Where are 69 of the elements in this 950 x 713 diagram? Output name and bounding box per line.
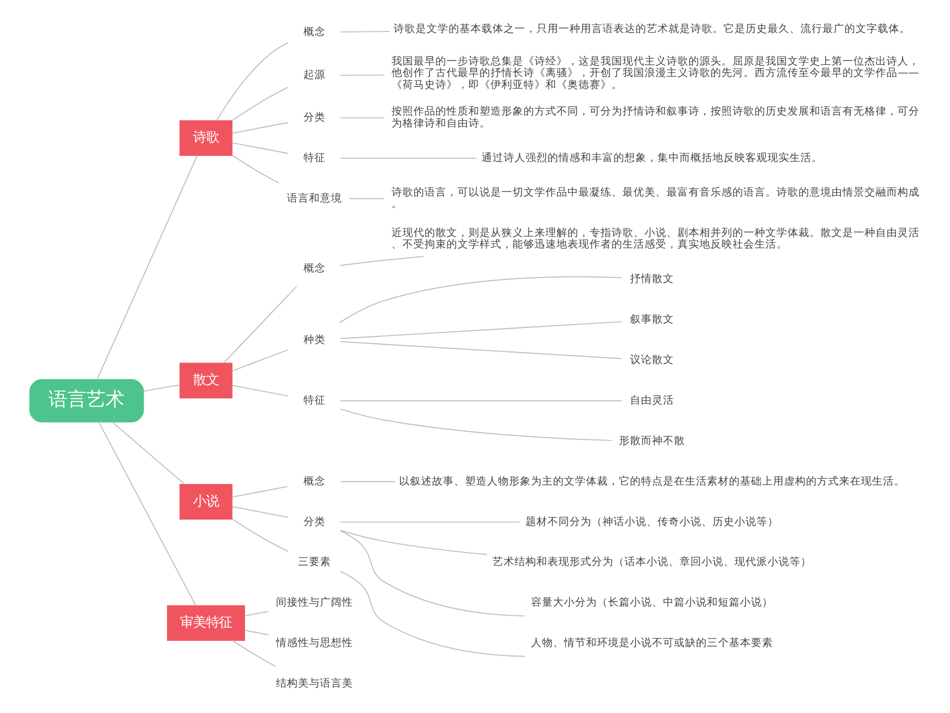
connector: [340, 74, 384, 76]
node-text: 按照作品的性质和塑造形象的方式不同，可分为抒情诗和叙事诗，按照诗歌的历史发展和语言有无格律，可分为格律诗和自由诗。: [392, 106, 920, 130]
node-text: 诗歌的语言，可以说是一切文学作品中最凝练、最优美、最富有音乐感的语言。诗歌的意境由情景交融而构成。: [392, 186, 920, 210]
connector: [340, 321, 623, 340]
node-text: 通过诗人强烈的情感和丰富的想象，集中而概括地反映客观现实生活。: [482, 152, 823, 164]
node-box: 散文: [180, 362, 232, 398]
node-text: 种类: [303, 334, 326, 346]
connector: [340, 530, 488, 555]
node-text: 语言和意境: [286, 192, 342, 204]
node-box: 小说: [180, 484, 232, 520]
connector: [232, 154, 280, 184]
node-text: 抒情散文: [630, 273, 674, 286]
node-box: 诗歌: [180, 120, 232, 156]
node-text: 特征: [303, 394, 326, 406]
connector: [96, 155, 198, 380]
connector: [340, 408, 612, 441]
node-text: 自由灵活: [630, 394, 674, 406]
node-text: 容量大小分为（长篇小说、中篇小说和短篇小说）: [531, 596, 774, 609]
node-text: 概念: [303, 475, 326, 488]
node-text: 题材不同分为（神话小说、传奇小说、历史小说等）: [526, 516, 779, 528]
node-text: 起源: [303, 69, 326, 82]
connector: [340, 158, 477, 159]
node-text: 诗歌是文学的基本载体之一，只用一种用言语表达的艺术就是诗歌。它是历史最久、流行最广的文字载体。: [394, 22, 911, 35]
connector: [232, 518, 288, 552]
node-box: 语言艺术: [29, 379, 144, 422]
node-text: 我国最早的一步诗歌总集是《诗经》，这是我国现代主义诗歌的源头。屈原是我国文学史上第一位杰出诗人，他创作了古代最早的抒情长诗《离骚》，开创了我国浪漫主义诗歌的先河。西方流传至今最早的文学作品——《荷马史诗》，即《伊利亚特》和《奥德赛》。: [392, 56, 920, 91]
connector: [340, 481, 396, 482]
connector: [340, 570, 526, 657]
connector: [340, 400, 623, 402]
connector: [340, 341, 623, 360]
node-text: 形散而神不散: [619, 434, 686, 447]
node-text: 概念: [303, 262, 326, 275]
node-text: 概念: [303, 26, 326, 38]
connector: [340, 522, 520, 523]
node-text: 议论散文: [630, 354, 674, 366]
connector: [98, 422, 196, 606]
connector: [339, 276, 622, 324]
node-text: 结构美与语言美: [276, 677, 353, 690]
node-text: 分类: [303, 516, 326, 528]
node-text: 艺术结构和表现形式分为（话本小说、章回小说、现代派小说等）: [492, 556, 812, 568]
node-text: 叙事散文: [630, 314, 674, 326]
node-text: 近现代的散文，则是从狭义上来理解的，专指诗歌、小说、剧本相并列的一种文学体裁。散文是一种自由灵活、不受拘束的文学样式，能够迅速地表现作者的生活感受，真实地反映社会生活。: [392, 226, 920, 251]
node-box: 审美特征: [167, 605, 245, 641]
connector: [340, 117, 384, 118]
connector: [232, 86, 288, 122]
node-text: 分类: [303, 112, 326, 124]
connector: [244, 610, 269, 616]
node-text: 以叙述故事、塑造人物形象为主的文学体裁，它的特点是在生活素材的基础上用虚构的方式来在现生活。: [399, 475, 906, 488]
node-text: 人物、情节和环境是小说不可或缺的三个基本要素: [531, 637, 774, 650]
connector: [232, 640, 276, 667]
node-text: 特征: [303, 152, 326, 164]
node-text: 情感性与思想性: [276, 637, 353, 650]
connector: [232, 349, 288, 372]
node-text: 三要素: [298, 556, 331, 568]
connector: [143, 384, 180, 392]
node-text: 间接性与广阔性: [276, 596, 353, 609]
connector: [232, 384, 288, 396]
connector: [244, 630, 269, 636]
connector: [232, 486, 288, 498]
connector: [112, 421, 186, 485]
connector: [340, 530, 526, 616]
connector: [216, 42, 288, 122]
connector: [232, 122, 288, 134]
connector: [232, 142, 288, 154]
connector: [223, 286, 297, 364]
connector: [340, 256, 424, 266]
connector: [349, 198, 384, 200]
connector: [340, 31, 390, 32]
connector: [232, 506, 288, 518]
